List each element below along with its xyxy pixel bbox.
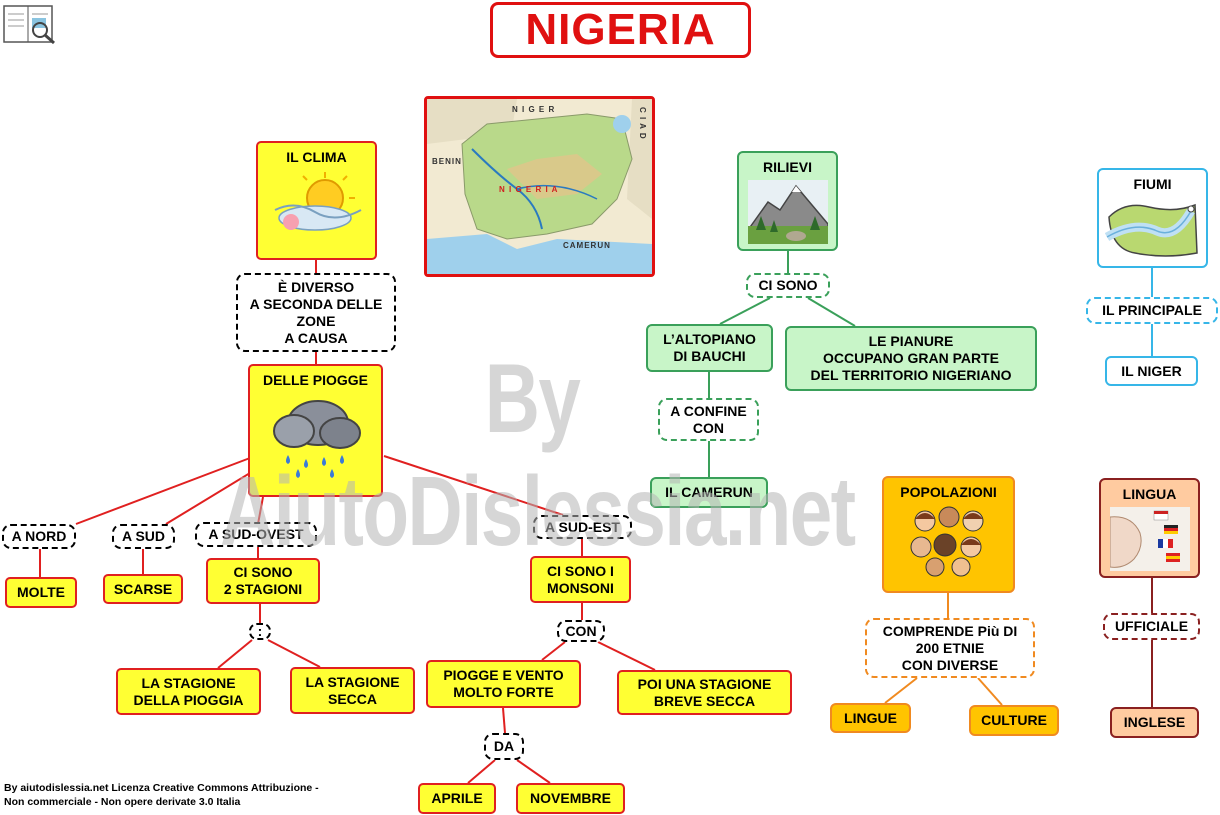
map-label-camerun: CAMERUN (563, 241, 611, 250)
node-label: IL CLIMA (286, 149, 347, 165)
node-rilievi: RILIEVI (737, 151, 838, 251)
rain-cloud-icon (272, 400, 361, 478)
mountain-icon (747, 180, 828, 244)
node-label: RILIEVI (762, 159, 812, 175)
node-breve-secca: POI UNA STAGIONE BREVE SECCA (617, 670, 792, 715)
node-label: FIUMI (1133, 176, 1172, 192)
node-colon: : (249, 623, 271, 640)
node-lingua: LINGUA (1099, 478, 1200, 578)
node-da: DA (484, 733, 524, 760)
node-label: POPOLAZIONI (900, 484, 997, 500)
map-label-benin: BENIN (432, 157, 462, 166)
node-il-camerun: IL CAMERUN (650, 477, 768, 508)
people-faces-icon (910, 506, 983, 577)
node-il-principale: IL PRINCIPALE (1086, 297, 1218, 324)
node-ci-sono-i-monsoni: CI SONO I MONSONI (530, 556, 631, 603)
node-inglese: INGLESE (1110, 707, 1199, 738)
node-a-sud-est: A SUD-EST (533, 515, 632, 539)
node-piogge-vento: PIOGGE E VENTO MOLTO FORTE (426, 660, 581, 708)
node-e-diverso: È DIVERSO A SECONDA DELLE ZONE A CAUSA (236, 273, 396, 352)
node-a-confine-con: A CONFINE CON (658, 398, 759, 441)
node-altopiano-bauchi: L’ALTOPIANO DI BAUCHI (646, 324, 773, 372)
node-culture: CULTURE (969, 705, 1059, 736)
node-scarse: SCARSE (103, 574, 183, 604)
node-ufficiale: UFFICIALE (1103, 613, 1200, 640)
node-a-nord: A NORD (2, 524, 76, 549)
node-popolazioni: POPOLAZIONI (882, 476, 1015, 593)
node-le-pianure: LE PIANURE OCCUPANO GRAN PARTE DEL TERRI… (785, 326, 1037, 391)
node-con: CON (557, 620, 605, 642)
node-a-sud-ovest: A SUD-OVEST (195, 522, 317, 547)
map-label-nigeria: N I G E R I A (499, 185, 559, 194)
river-icon (1104, 203, 1198, 257)
node-stagione-pioggia: LA STAGIONE DELLA PIOGGIA (116, 668, 261, 715)
node-a-sud: A SUD (112, 524, 175, 549)
node-delle-piogge: DELLE PIOGGE (248, 364, 383, 497)
node-stagione-secca: LA STAGIONE SECCA (290, 667, 415, 714)
node-ci-sono-2-stagioni: CI SONO 2 STAGIONI (206, 558, 320, 604)
node-novembre: NOVEMBRE (516, 783, 625, 814)
node-label: LINGUA (1122, 486, 1177, 502)
node-il-niger: IL NIGER (1105, 356, 1198, 386)
node-label: DELLE PIOGGE (262, 372, 368, 388)
node-il-clima: IL CLIMA (256, 141, 377, 260)
node-ci-sono: CI SONO (746, 273, 830, 298)
node-comprende: COMPRENDE Più DI 200 ETNIE CON DIVERSE (865, 618, 1035, 678)
node-fiumi: FIUMI (1097, 168, 1208, 268)
speaking-flags-icon (1109, 507, 1190, 571)
nigeria-map: N I G E R C I A D BENIN N I G E R I A CA… (424, 96, 655, 277)
book-logo-icon (2, 2, 60, 46)
license-credit: By aiutodislessia.net Licenza Creative C… (4, 782, 319, 808)
map-label-ciad: C I A D (638, 107, 647, 140)
map-label-niger: N I G E R (512, 105, 556, 114)
page-title: NIGERIA (490, 2, 751, 58)
sun-cloud-icon (274, 172, 361, 231)
node-aprile: APRILE (418, 783, 496, 814)
node-molte: MOLTE (5, 577, 77, 608)
node-lingue: LINGUE (830, 703, 911, 733)
